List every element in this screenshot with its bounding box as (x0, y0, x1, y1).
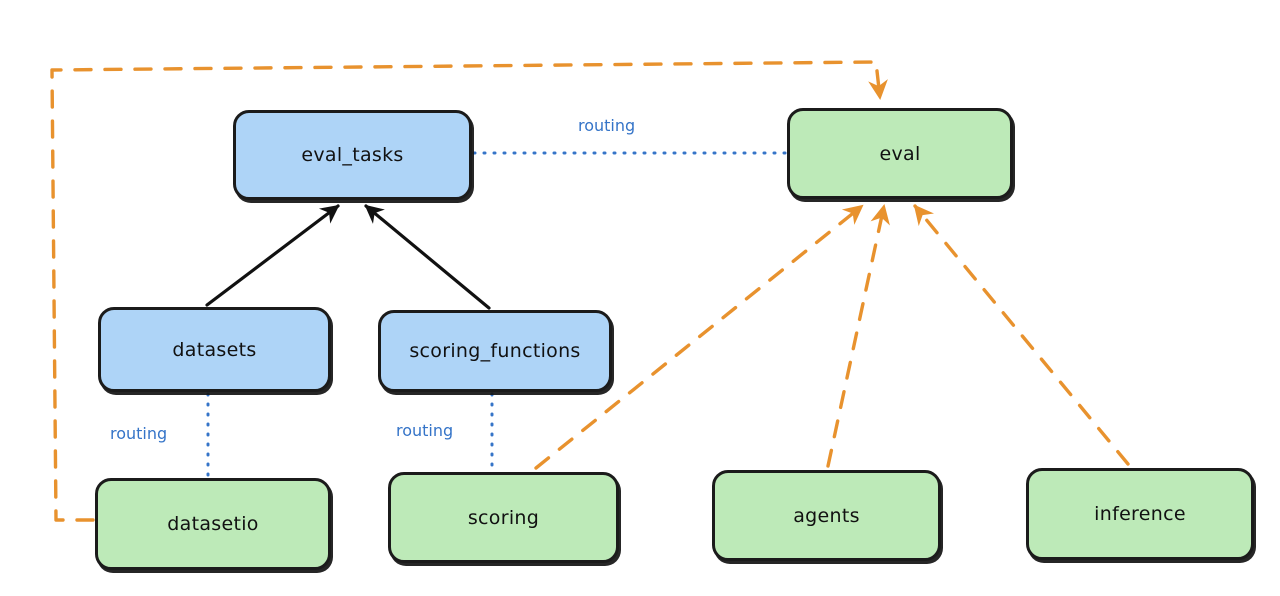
node-datasets[interactable]: datasets (98, 307, 331, 392)
node-label-inference: inference (1094, 503, 1186, 525)
node-label-eval: eval (879, 142, 921, 165)
node-label-eval-tasks: eval_tasks (301, 144, 404, 166)
node-label-datasets: datasets (172, 338, 257, 361)
node-datasetio[interactable]: datasetio (95, 478, 331, 570)
edge-scoring-to-eval (534, 204, 864, 470)
edge-agents-to-eval (826, 204, 890, 468)
edge-datasets-to-eval-tasks (205, 204, 340, 307)
node-label-scoring: scoring (467, 506, 540, 529)
edge-label-routing-scoring: routing (396, 421, 454, 440)
node-label-scoring-functions: scoring_functions (409, 340, 581, 362)
edge-scoring-functions-to-eval-tasks (364, 204, 491, 310)
edge-datasetio-to-eval (50, 60, 888, 522)
node-inference[interactable]: inference (1026, 468, 1254, 560)
edge-label-routing-eval: routing (578, 116, 636, 135)
node-scoring[interactable]: scoring (388, 472, 619, 563)
node-label-agents: agents (793, 504, 860, 527)
edge-label-routing-datasets: routing (110, 424, 168, 443)
node-eval-tasks[interactable]: eval_tasks (233, 110, 472, 200)
node-label-datasetio: datasetio (167, 513, 259, 535)
node-scoring-functions[interactable]: scoring_functions (378, 310, 612, 392)
edge-inference-to-eval (913, 204, 1130, 466)
node-agents[interactable]: agents (712, 470, 941, 561)
node-eval[interactable]: eval (787, 108, 1013, 199)
